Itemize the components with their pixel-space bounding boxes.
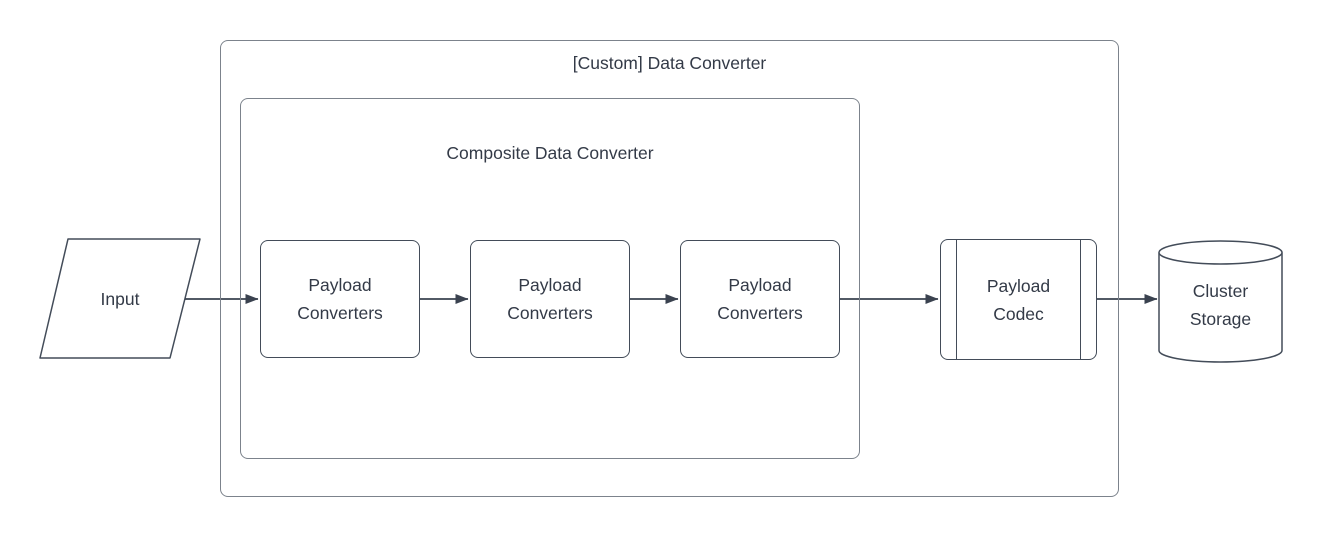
payload-converters-box-3: Payload Converters <box>680 240 840 358</box>
payload-converters-label-2: Payload Converters <box>507 275 593 323</box>
cluster-storage-cylinder-top <box>1158 240 1283 265</box>
payload-converters-label-1: Payload Converters <box>297 275 383 323</box>
payload-codec-box: Payload Codec <box>940 239 1097 360</box>
input-parallelogram-shape <box>39 238 201 359</box>
cluster-storage-label: Cluster Storage <box>1189 281 1252 329</box>
payload-codec-label: Payload Codec <box>986 275 1051 324</box>
custom-data-converter-container <box>220 40 1119 497</box>
payload-converters-label-3: Payload Converters <box>717 275 803 323</box>
cluster-storage-cylinder-shape <box>1158 252 1283 363</box>
payload-codec-right-bar <box>1080 240 1081 359</box>
custom-data-converter-title: [Custom] Data Converter <box>572 53 767 73</box>
payload-converters-box-1: Payload Converters <box>260 240 420 358</box>
composite-data-converter-title: Composite Data Converter <box>446 143 654 163</box>
composite-data-converter-container <box>240 98 860 459</box>
input-node-label: Input <box>100 289 140 309</box>
payload-converters-box-2: Payload Converters <box>470 240 630 358</box>
payload-codec-left-bar <box>956 240 957 359</box>
